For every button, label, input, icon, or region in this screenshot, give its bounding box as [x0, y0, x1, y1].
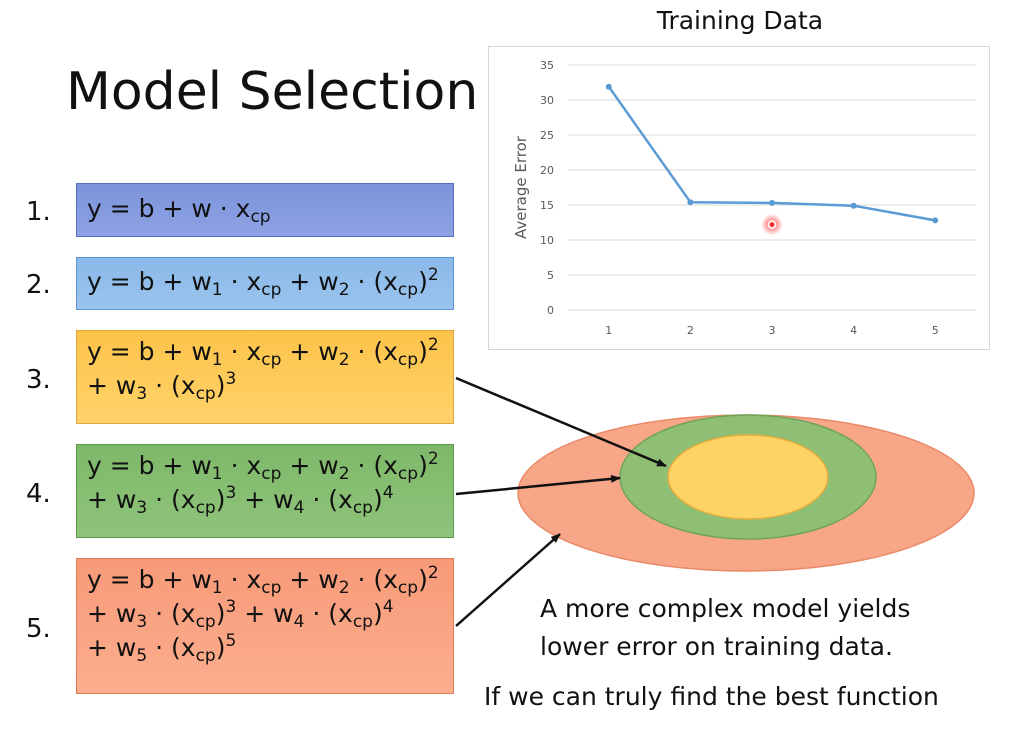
x-tick-label-1: 1 [605, 324, 612, 337]
model-5-formula-line-2: + w3 · (xcp)3 + w4 · (xcp)4 [87, 597, 394, 632]
data-point-3 [769, 199, 775, 206]
y-tick-label-30: 30 [540, 94, 554, 107]
y-axis-label: Average Error [512, 135, 530, 239]
model-4-formula-line-1: y = b + w1 · xcp + w2 · (xcp)2 [87, 449, 439, 484]
arrow-model-3 [455, 376, 667, 468]
caption-line-1: A more complex model yields [540, 594, 911, 623]
data-point-1 [605, 83, 612, 90]
model-1-box: y = b + w · xcp [76, 183, 454, 237]
model-4-formula-line-2: + w3 · (xcp)3 + w4 · (xcp)4 [87, 483, 394, 518]
x-tick-label-3: 3 [769, 324, 776, 337]
model-number-1: 1. [26, 197, 51, 227]
y-tick-label-35: 35 [540, 59, 554, 72]
model-1-formula: y = b + w · xcp [87, 194, 271, 227]
model-2-formula: y = b + w1 · xcp + w2 · (xcp)2 [87, 265, 439, 300]
model-3-box: y = b + w1 · xcp + w2 · (xcp)2 + w3 · (x… [76, 330, 454, 424]
y-tick-label-10: 10 [540, 234, 554, 247]
model-number-5: 5. [26, 614, 51, 644]
data-point-5 [932, 217, 939, 224]
x-tick-label-2: 2 [687, 324, 694, 337]
data-point-4 [850, 202, 857, 209]
y-tick-label-20: 20 [540, 164, 554, 177]
chart-title: Training Data [656, 6, 824, 35]
model-5-formula-line-3: + w5 · (xcp)5 [87, 631, 237, 666]
data-point-2 [687, 199, 694, 206]
laser-pointer-ring [767, 220, 777, 229]
x-tick-label-5: 5 [932, 324, 939, 337]
model-number-3: 3. [26, 365, 51, 395]
y-tick-label-25: 25 [540, 129, 554, 142]
caption-line-2: lower error on training data. [540, 632, 893, 661]
model-4-box: y = b + w1 · xcp + w2 · (xcp)2 + w3 · (x… [76, 444, 454, 538]
caption-line-3: If we can truly find the best function [484, 682, 939, 711]
slide-title: Model Selection [66, 62, 479, 122]
x-tick-label-4: 4 [850, 324, 857, 337]
model-2-box: y = b + w1 · xcp + w2 · (xcp)2 [76, 257, 454, 310]
y-tick-label-5: 5 [547, 269, 554, 282]
model-5-box: y = b + w1 · xcp + w2 · (xcp)2 + w3 · (x… [76, 558, 454, 694]
arrow-model-4 [455, 474, 621, 496]
laser-pointer-dot [770, 222, 774, 227]
model-3-formula-line-2: + w3 · (xcp)3 [87, 369, 237, 404]
line-chart: 0 5 10 15 20 25 30 35 1 2 3 4 5 Average Error [512, 59, 976, 337]
model-3-formula-line-1: y = b + w1 · xcp + w2 · (xcp)2 [87, 335, 439, 370]
model-5-formula-line-1: y = b + w1 · xcp + w2 · (xcp)2 [87, 563, 439, 598]
arrow-model-5 [455, 533, 561, 627]
y-tick-label-15: 15 [540, 199, 554, 212]
chart-frame [488, 46, 990, 350]
inner-set-ellipse [667, 434, 829, 520]
model-number-4: 4. [26, 479, 51, 509]
y-tick-label-0: 0 [547, 304, 554, 317]
model-number-2: 2. [26, 270, 51, 300]
